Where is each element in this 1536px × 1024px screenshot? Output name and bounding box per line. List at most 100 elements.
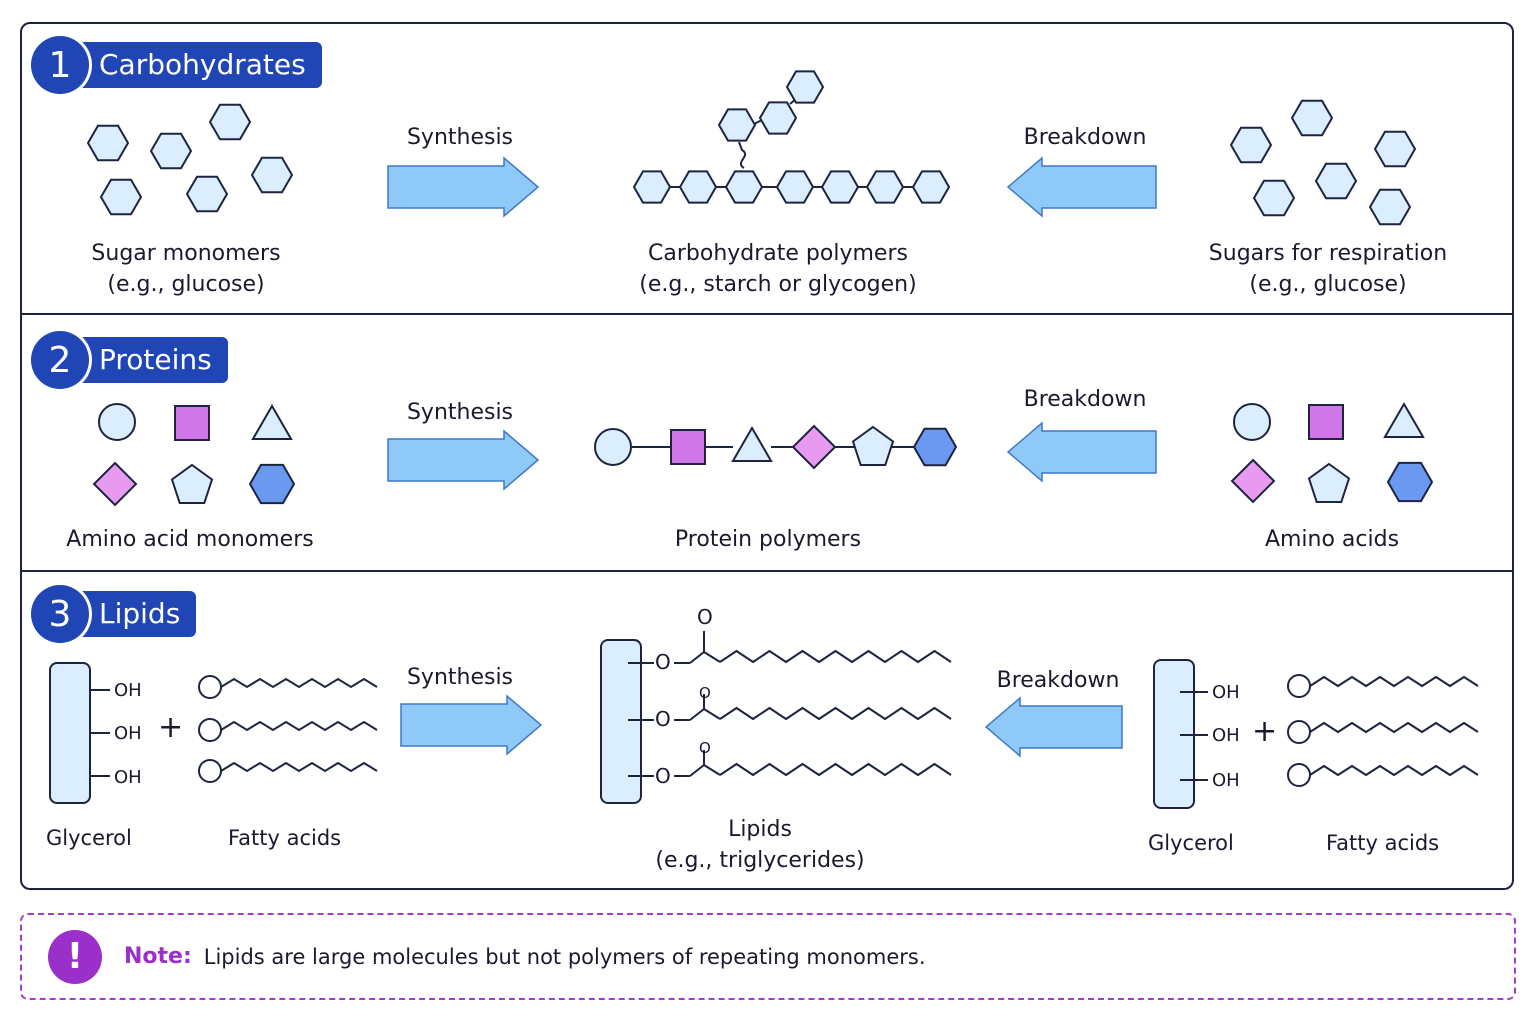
hexagon-icon — [1290, 99, 1334, 137]
breakdown-label: Breakdown — [996, 668, 1120, 693]
carbonyl-carbon — [689, 650, 721, 664]
triangle-icon — [731, 426, 773, 462]
fatty-acids-label: Fatty acids — [1326, 831, 1440, 855]
breakdown-label: Breakdown — [1023, 387, 1147, 412]
triangle-icon — [1383, 402, 1425, 438]
circle-icon — [198, 759, 222, 783]
hexagon-icon — [86, 124, 130, 162]
carbonyl-oxygen-label: O — [697, 605, 713, 629]
branch-bond — [738, 141, 747, 169]
synthesis-label: Synthesis — [406, 125, 514, 150]
circle-icon — [198, 718, 222, 742]
circle-icon — [198, 675, 222, 699]
hexagon-icon — [208, 103, 252, 141]
hexagon-icon — [724, 170, 764, 204]
synthesis-arrow — [387, 156, 540, 218]
glycerol-label: Glycerol — [46, 826, 132, 850]
protein-polymers-caption: Protein polymers — [674, 527, 862, 552]
exclamation-icon: ! — [48, 929, 102, 984]
pentagon-icon — [851, 425, 895, 466]
square-icon — [174, 405, 210, 441]
hexagon-icon — [911, 170, 951, 204]
note-text: Lipids are large molecules but not polym… — [203, 944, 926, 969]
hexagon-icon — [678, 170, 718, 204]
hexagon-icon — [775, 170, 815, 204]
fatty-acids-label: Fatty acids — [228, 826, 342, 850]
diagram-frame — [20, 22, 1514, 890]
hexagon-icon — [99, 178, 143, 216]
hexagon-icon — [250, 156, 294, 194]
hexagon-icon — [185, 175, 229, 213]
synthesis-arrow — [387, 429, 540, 491]
section-divider — [20, 313, 1514, 315]
circle-icon — [1287, 763, 1311, 787]
breakdown-arrow — [984, 696, 1123, 758]
breakdown-label: Breakdown — [1023, 125, 1147, 150]
note-box: ! Note: Lipids are large molecules but n… — [20, 913, 1516, 1000]
carbonyl-carbon — [689, 707, 721, 721]
carbonyl-oxygen-label: O — [699, 684, 711, 702]
hexagon-icon — [758, 101, 798, 135]
fatty-acid-chain — [1309, 675, 1479, 688]
circle-icon — [98, 403, 136, 441]
carbonyl-oxygen-label: O — [699, 739, 711, 757]
amino-acid-monomers-caption: Amino acid monomers — [66, 527, 314, 552]
section-title: Lipids — [73, 591, 197, 637]
note-title: Note: — [124, 944, 192, 969]
hexagon-icon — [149, 132, 193, 170]
plus-sign: + — [1252, 714, 1278, 749]
synthesis-label: Synthesis — [406, 400, 514, 425]
circle-icon — [1287, 674, 1311, 698]
section-number: 1 — [31, 36, 89, 94]
pentagon-icon — [170, 463, 214, 504]
square-icon — [670, 429, 706, 465]
diamond-icon — [791, 424, 837, 470]
synthesis-label: Synthesis — [406, 665, 514, 690]
sugar-monomers-caption: Sugar monomers(e.g., glucose) — [91, 241, 281, 297]
hexagon-icon — [1386, 461, 1434, 503]
synthesis-arrow — [400, 694, 543, 756]
hexagon-icon — [785, 70, 825, 104]
ester-oxygen-label: O — [655, 707, 671, 731]
hydroxyl-label: OH — [1212, 682, 1240, 703]
section-badge-lipids: 3 Lipids — [31, 585, 197, 643]
glycerol-label: Glycerol — [1148, 831, 1234, 855]
hydroxyl-label: OH — [114, 723, 142, 744]
hydroxyl-label: OH — [1212, 725, 1240, 746]
section-badge-carbohydrates: 1 Carbohydrates — [31, 36, 322, 94]
fatty-acid-chain — [719, 706, 952, 721]
fatty-acid-chain — [1309, 721, 1479, 734]
ester-oxygen-label: O — [655, 764, 671, 788]
hexagon-icon — [1314, 162, 1358, 200]
sugars-for-respiration-caption: Sugars for respiration(e.g., glucose) — [1208, 241, 1448, 297]
diamond-icon — [1230, 458, 1276, 504]
circle-icon — [1287, 720, 1311, 744]
section-divider — [20, 570, 1514, 572]
hexagon-icon — [632, 170, 672, 204]
section-title: Proteins — [73, 337, 228, 383]
circle-icon — [594, 428, 632, 466]
pentagon-icon — [1307, 462, 1351, 503]
hexagon-icon — [1368, 188, 1412, 226]
hexagon-icon — [1229, 126, 1273, 164]
hexagon-icon — [820, 170, 860, 204]
plus-sign: + — [158, 710, 184, 745]
diamond-icon — [92, 461, 138, 507]
hydroxyl-label: OH — [114, 680, 142, 701]
fatty-acid-chain — [220, 677, 378, 689]
triangle-icon — [251, 404, 293, 440]
hexagon-icon — [865, 170, 905, 204]
section-number: 3 — [31, 585, 89, 643]
hexagon-icon — [248, 463, 296, 505]
section-number: 2 — [31, 331, 89, 389]
hexagon-icon — [1373, 130, 1417, 168]
carbonyl-carbon — [689, 763, 721, 777]
fatty-acid-chain — [719, 649, 952, 664]
hydroxyl-label: OH — [1212, 770, 1240, 791]
glycerol-backbone — [49, 662, 91, 804]
hexagon-icon — [717, 108, 757, 142]
hexagon-icon — [1252, 179, 1296, 217]
ester-oxygen-label: O — [655, 650, 671, 674]
circle-icon — [1233, 403, 1271, 441]
